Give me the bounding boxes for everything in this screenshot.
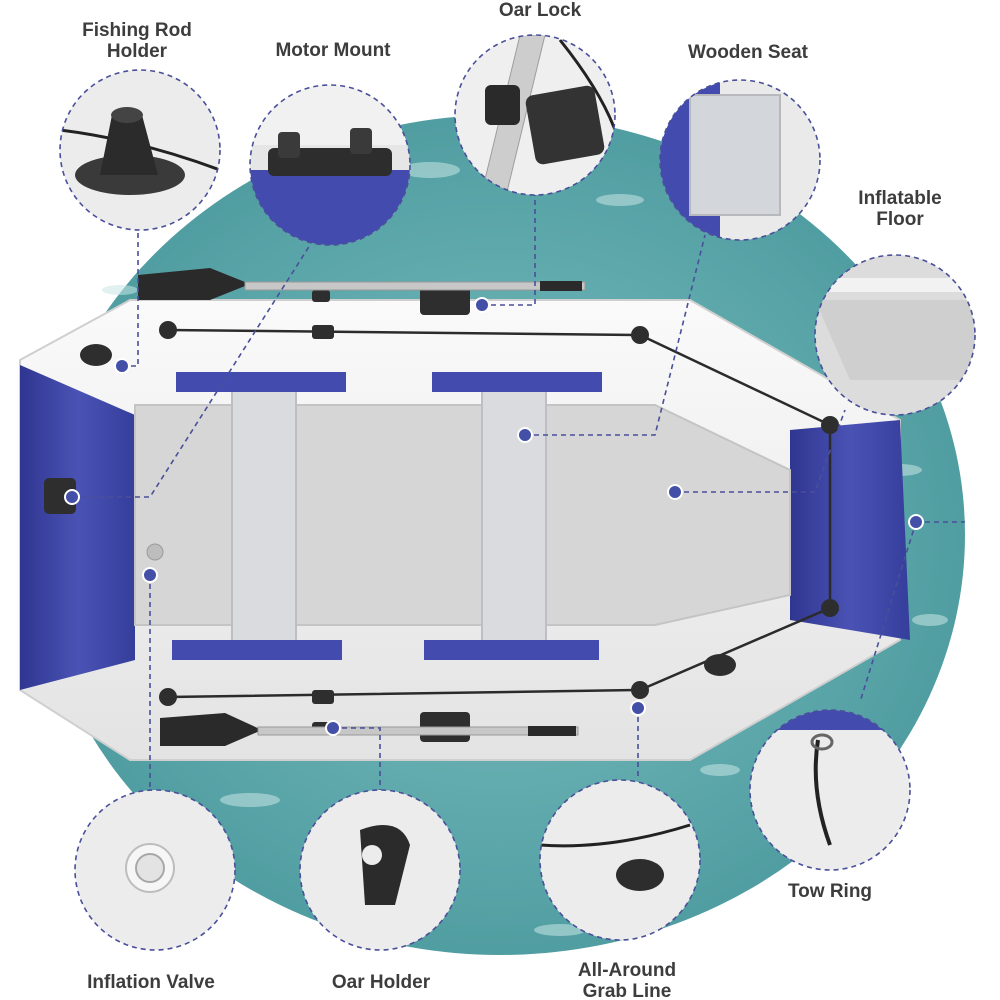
label-grab-line-line1: All-Around: [577, 960, 677, 981]
closeup-oar-lock: [454, 34, 616, 196]
label-oar-lock: Oar Lock: [465, 0, 615, 21]
label-oar-holder-text: Oar Holder: [331, 972, 431, 993]
closeup-fishing-rod-holder: [59, 69, 221, 231]
label-tow-ring-text: Tow Ring: [787, 881, 873, 902]
label-oar-holder: Oar Holder: [306, 972, 456, 993]
rear-seat: [481, 389, 547, 643]
label-inflation-valve: Inflation Valve: [66, 972, 236, 993]
label-motor-mount: Motor Mount: [258, 40, 408, 61]
closeup-wooden-seat: [659, 79, 821, 241]
leader-lines: [72, 195, 965, 790]
label-inflatable-floor-line2: Floor: [876, 209, 924, 230]
closeup-inflation-valve: [74, 789, 236, 951]
label-grab-line-line2: Grab Line: [582, 981, 672, 1000]
closeup-grab-line: [539, 779, 701, 941]
label-wooden-seat: Wooden Seat: [668, 42, 828, 63]
label-inflation-valve-text: Inflation Valve: [87, 972, 215, 993]
label-fishing-rod-holder-line2: Holder: [106, 41, 168, 62]
label-inflatable-floor-line1: Inflatable: [858, 188, 942, 209]
closeup-oar-holder: [299, 789, 461, 951]
top-oar: [138, 268, 586, 300]
closeup-inflatable-floor: [814, 254, 976, 416]
label-fishing-rod-holder-line1: Fishing Rod: [82, 20, 192, 41]
label-oar-lock-text: Oar Lock: [498, 0, 582, 21]
label-inflatable-floor: Inflatable Floor: [830, 188, 970, 230]
label-wooden-seat-text: Wooden Seat: [688, 42, 808, 63]
bottom-oar: [160, 713, 579, 746]
label-motor-mount-text: Motor Mount: [275, 40, 391, 61]
front-seat: [231, 389, 297, 643]
label-fishing-rod-holder: Fishing Rod Holder: [62, 20, 212, 62]
label-tow-ring: Tow Ring: [755, 881, 905, 902]
callout-dots: [64, 297, 924, 736]
label-grab-line: All-Around Grab Line: [552, 960, 702, 1000]
boat-hull: [19, 268, 910, 761]
